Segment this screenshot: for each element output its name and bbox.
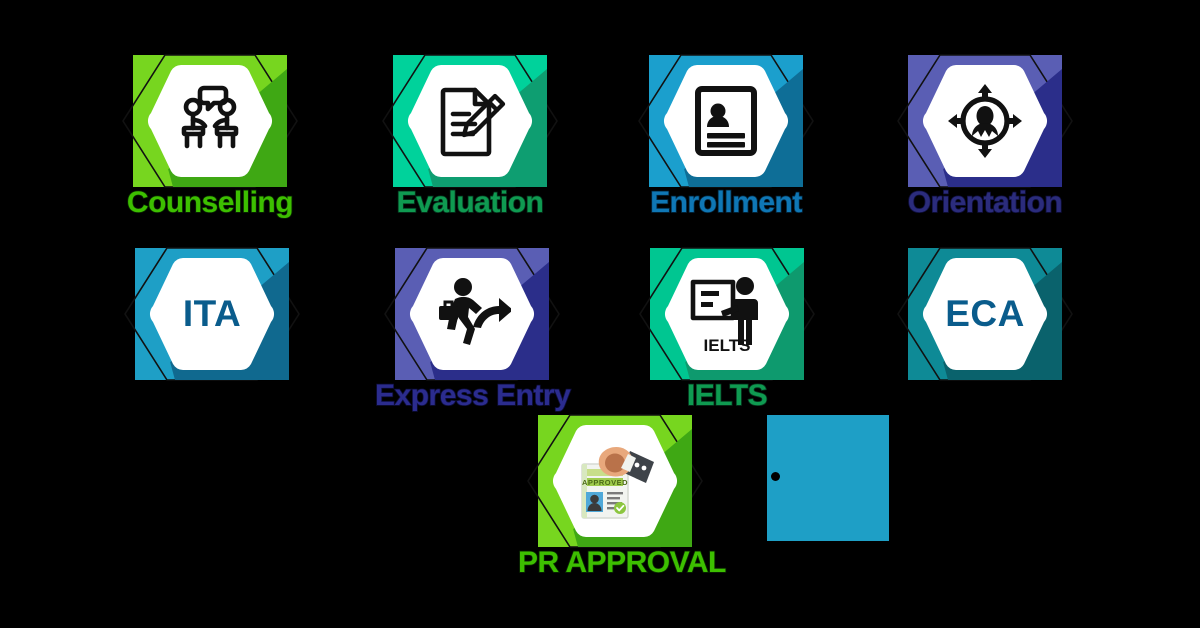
tile-artwork-eca: ECA	[897, 247, 1073, 381]
tile-inner-text-eca: ECA	[945, 293, 1025, 334]
hexagon-face	[133, 55, 287, 187]
hexagon-face	[135, 248, 289, 380]
tile-label-counselling: Counselling	[126, 186, 294, 219]
artifact-dot	[771, 472, 780, 481]
tile-artwork-counselling	[122, 54, 298, 188]
id-card-icon	[649, 55, 803, 187]
tile-artwork-enrollment	[638, 54, 814, 188]
tile-artwork-pr-approval: APPROVED	[527, 414, 703, 548]
hand-holding-approved-document-icon: APPROVED	[538, 415, 692, 547]
hexagon-face	[908, 248, 1062, 380]
tile-label-evaluation: Evaluation	[396, 186, 545, 219]
tile-label-pr-approval: PR APPROVAL	[517, 546, 727, 579]
tile-label-ielts: IELTS	[686, 379, 768, 412]
tile-artwork-ielts: IELTS	[639, 247, 815, 381]
tile-label-enrollment: Enrollment	[649, 186, 803, 219]
tile-label-express-entry: Express Entry	[374, 379, 571, 412]
tile-label-orientation: Orientation	[907, 186, 1064, 219]
tile-artwork-ita: ITA	[124, 247, 300, 381]
person-four-arrows-icon	[908, 55, 1062, 187]
tile-artwork-orientation	[897, 54, 1073, 188]
tile-artwork-evaluation	[382, 54, 558, 188]
two-people-talking-icon	[133, 55, 287, 187]
blue-square-artifact	[767, 415, 889, 541]
hexagon-face	[395, 248, 549, 380]
teacher-board-ielts-icon: IELTS	[650, 248, 804, 380]
tile-inner-text-ita: ITA	[182, 293, 242, 334]
svg-text:APPROVED: APPROVED	[582, 478, 628, 487]
svg-text:IELTS: IELTS	[704, 336, 751, 353]
document-pencil-icon	[393, 55, 547, 187]
person-walking-briefcase-arrow-icon	[395, 248, 549, 380]
tile-artwork-express-entry	[384, 247, 560, 381]
